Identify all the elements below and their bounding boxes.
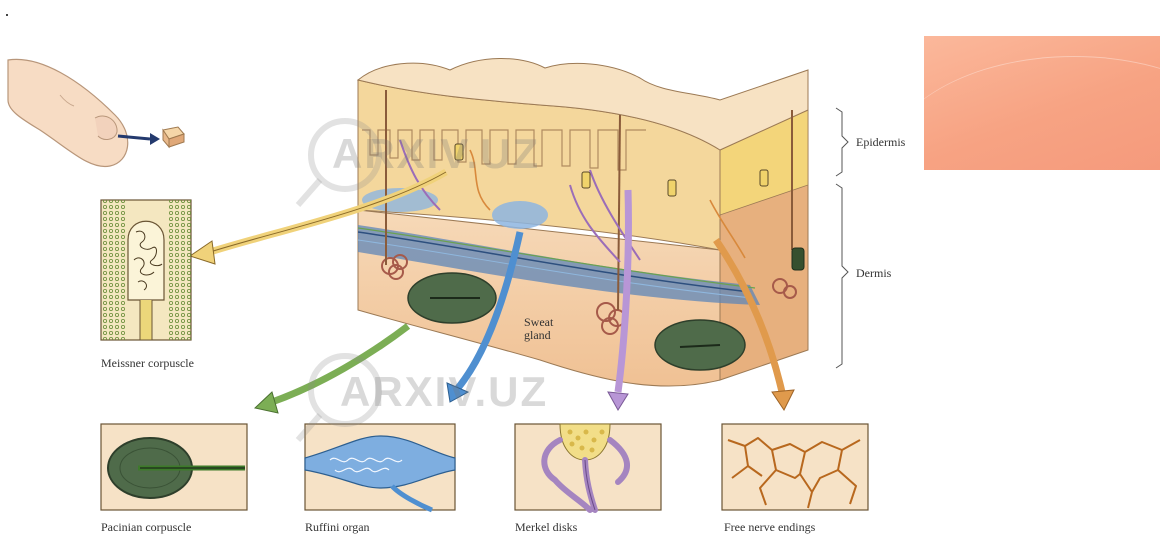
pacinian-panel [101,424,247,510]
ruffini-panel [305,424,455,510]
meissner-label: Meissner corpuscle [101,356,194,371]
epidermis-label: Epidermis [856,135,905,150]
skin-block [358,58,808,386]
decorative-slide-thumbnail [924,36,1160,170]
free-nerve-panel [722,424,868,510]
watermark-top: ARXIV.UZ [332,130,540,178]
meissner-panel [101,200,191,340]
dermis-label: Dermis [856,266,891,281]
merkel-label: Merkel disks [515,520,577,535]
sweat-gland-label: Sweat gland [524,316,553,342]
free-nerve-label: Free nerve endings [724,520,815,535]
ruffini-label: Ruffini organ [305,520,370,535]
merkel-panel [515,424,661,510]
dermis-bracket [836,184,848,368]
skin-sample-icon [163,127,184,147]
epidermis-bracket [836,108,848,176]
watermark-bottom: ARXIV.UZ [340,368,548,416]
pacinian-label: Pacinian corpuscle [101,520,191,535]
finger-icon [8,59,128,166]
